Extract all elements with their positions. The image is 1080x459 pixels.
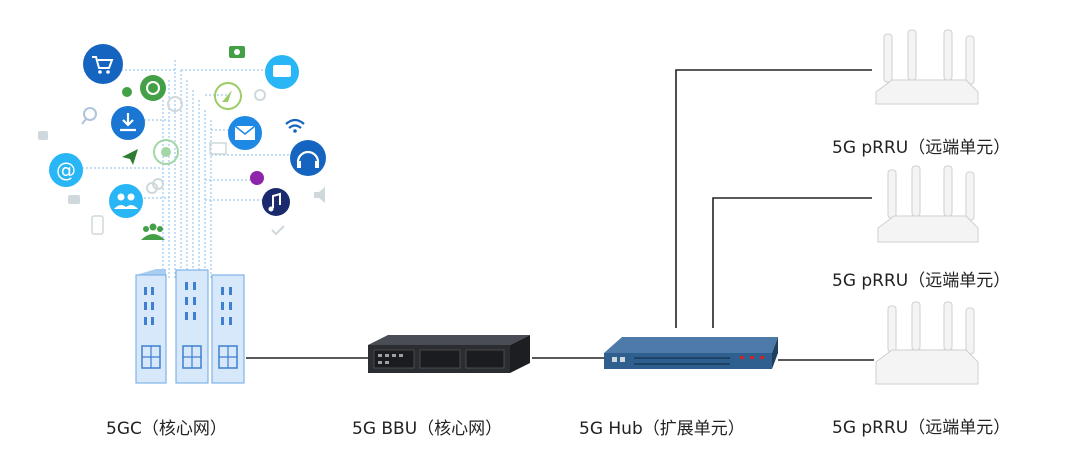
chat-bubble-icon	[68, 195, 80, 204]
link-icon	[254, 89, 266, 101]
prru-router-1	[875, 29, 979, 105]
link-hub-prru-1	[675, 69, 872, 328]
app-icons: @	[38, 44, 326, 240]
prru-router-2	[877, 165, 979, 243]
hub-label: 5G Hub（扩展单元）	[579, 419, 745, 439]
recycle-icon	[140, 75, 166, 101]
server-tower-left	[135, 269, 167, 384]
mail-icon	[228, 116, 262, 150]
wifi-icon	[285, 118, 305, 133]
speaker-icon	[314, 187, 325, 203]
clock-icon	[153, 139, 179, 165]
check-icon	[271, 225, 285, 236]
bbu-chassis	[368, 335, 530, 373]
music-icon	[262, 188, 290, 216]
core-label: 5GC（核心网）	[106, 419, 227, 439]
location-pin-icon	[122, 87, 132, 97]
cart-icon	[83, 44, 123, 84]
at-icon: @	[49, 153, 83, 187]
server-tower-middle	[175, 269, 209, 384]
link-hub-prru-2	[712, 197, 872, 328]
monitor-icon	[209, 142, 227, 155]
connections	[246, 69, 874, 361]
data-tree	[70, 60, 300, 280]
prru-label-3: 5G pRRU（远端单元）	[832, 418, 1011, 438]
download-icon	[111, 106, 145, 140]
users-icon	[109, 184, 143, 218]
group-icon	[141, 223, 165, 240]
paper-plane-icon	[122, 149, 138, 165]
phone-icon	[91, 215, 104, 235]
camera-icon	[229, 46, 245, 58]
hub-switch	[604, 337, 778, 369]
prru-router-3	[875, 301, 979, 385]
core-server-cluster	[135, 269, 245, 384]
prru-label-1: 5G pRRU（远端单元）	[832, 138, 1011, 158]
bird-icon	[250, 171, 264, 185]
headphones-icon	[290, 140, 326, 176]
chat-icon	[265, 55, 299, 89]
svg-text:@: @	[56, 158, 76, 182]
coffee-icon	[38, 131, 48, 140]
prru-label-2: 5G pRRU（远端单元）	[832, 271, 1011, 291]
search-icon	[81, 107, 97, 125]
refresh-icon	[167, 96, 183, 112]
bbu-label: 5G BBU（核心网）	[352, 419, 503, 439]
chain-icon	[146, 178, 164, 194]
compass-icon	[214, 82, 242, 110]
server-tower-right	[211, 274, 245, 384]
